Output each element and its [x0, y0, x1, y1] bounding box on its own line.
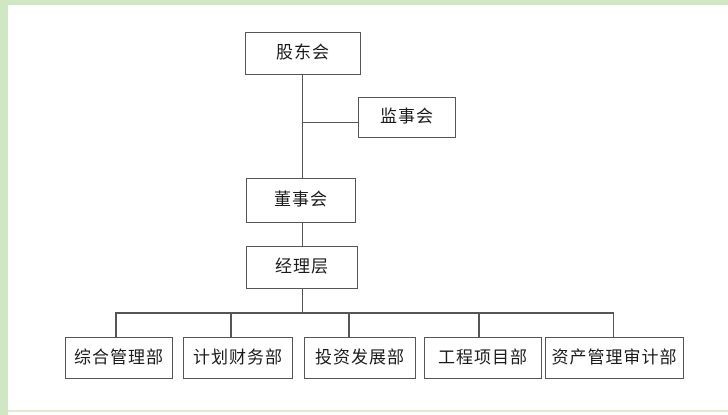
node-dept-engineering-project[interactable]: 工程项目部 — [424, 337, 542, 379]
connector-bus-to-dept-project — [478, 312, 480, 337]
connector-management-to-bus — [301, 289, 303, 313]
node-shareholders-meeting[interactable]: 股东会 — [245, 32, 361, 75]
page-frame-bottom-band — [8, 410, 728, 412]
node-dept-planning-finance[interactable]: 计划财务部 — [183, 337, 293, 379]
connector-bus-to-dept-asset — [612, 312, 614, 337]
connector-board-to-management — [301, 223, 303, 246]
connector-bus-to-dept-general — [115, 312, 117, 337]
node-board-of-supervisors[interactable]: 监事会 — [358, 97, 456, 138]
node-dept-asset-management-audit[interactable]: 资产管理审计部 — [545, 337, 684, 379]
node-management-layer[interactable]: 经理层 — [246, 246, 358, 289]
connector-trunk-to-supervisors — [301, 121, 359, 123]
node-dept-general-management[interactable]: 综合管理部 — [65, 337, 173, 379]
connector-department-bus — [115, 312, 614, 314]
page-frame-left-band — [0, 0, 8, 415]
connector-bus-to-dept-finance — [230, 312, 232, 337]
node-board-of-directors[interactable]: 董事会 — [246, 178, 356, 223]
connector-bus-to-dept-invest — [348, 312, 350, 337]
connector-shareholders-to-board — [301, 75, 303, 178]
page-frame-top-band — [0, 0, 728, 5]
org-chart-diagram: 股东会 监事会 董事会 经理层 综合管理部 计划财务部 投资发展部 工程项目部 … — [8, 5, 728, 415]
node-dept-investment-development[interactable]: 投资发展部 — [304, 337, 416, 379]
